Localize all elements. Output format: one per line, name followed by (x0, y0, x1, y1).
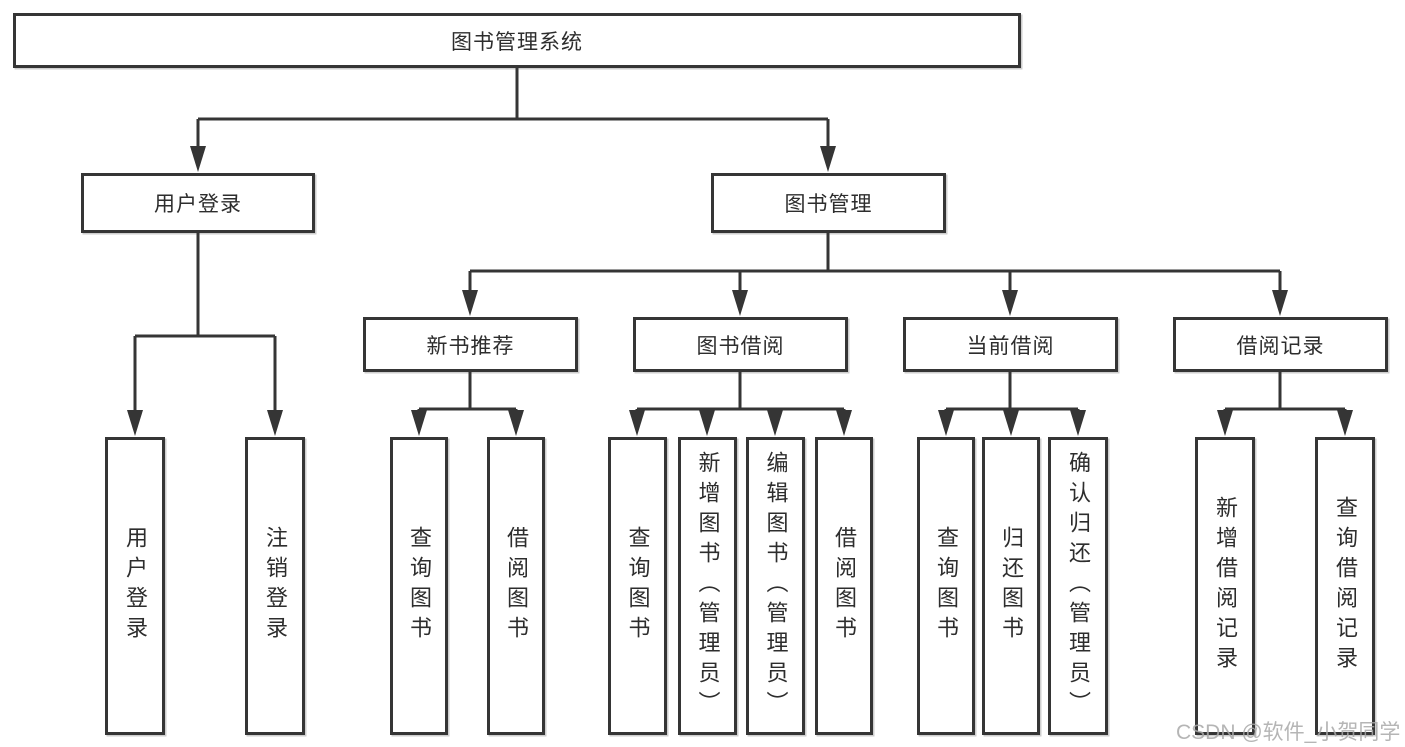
node-root-label: 图书管理系统 (451, 30, 583, 54)
node-new-book-recommend: 新书推荐 (363, 317, 578, 372)
leaf-borrow-borrow-books: 借阅图书 (815, 437, 873, 735)
leaf-records-add-record: 新增借阅记录 (1195, 437, 1255, 735)
leaf-user-login: 用户登录 (105, 437, 165, 735)
leaf-current-return-books: 归还图书 (982, 437, 1040, 735)
leaf-logout: 注销登录 (245, 437, 305, 735)
node-book-borrowing-label: 图书借阅 (696, 334, 785, 358)
leaf-current-confirm-return-admin: 确认归还（管理员） (1048, 437, 1108, 735)
node-borrowing-records-label: 借阅记录 (1236, 334, 1325, 358)
node-current-borrowing: 当前借阅 (903, 317, 1118, 372)
leaf-borrow-add-books-admin: 新增图书（管理员） (678, 437, 737, 735)
connector-borrow-to-leaves (629, 372, 852, 436)
leaf-recommend-query-books: 查询图书 (390, 437, 448, 735)
node-book-management-branch-label: 图书管理 (784, 193, 873, 216)
leaf-current-query-books: 查询图书 (917, 437, 975, 735)
connector-user-login-to-leaves (127, 233, 283, 436)
leaf-borrow-edit-books-admin: 编辑图书（管理员） (746, 437, 805, 735)
leaf-recommend-borrow-books: 借阅图书 (487, 437, 545, 735)
node-current-borrowing-label: 当前借阅 (966, 334, 1055, 358)
connector-book-mgmt-to-groups (462, 233, 1288, 316)
node-root: 图书管理系统 (13, 13, 1021, 68)
watermark: CSDN @软件_小贺同学 (1176, 721, 1401, 744)
node-book-borrowing: 图书借阅 (633, 317, 848, 372)
connector-current-to-leaves (938, 372, 1086, 436)
connector-recommend-to-leaves (411, 372, 524, 436)
leaf-borrow-query-books: 查询图书 (608, 437, 667, 735)
connector-records-to-leaves (1217, 372, 1353, 436)
leaf-records-query-record: 查询借阅记录 (1315, 437, 1375, 735)
node-user-login-branch: 用户登录 (81, 173, 315, 233)
node-new-book-recommend-label: 新书推荐 (426, 334, 515, 358)
node-book-management-branch: 图书管理 (711, 173, 946, 233)
connector-root-to-branches (190, 68, 836, 172)
node-borrowing-records: 借阅记录 (1173, 317, 1388, 372)
node-user-login-branch-label: 用户登录 (154, 193, 242, 216)
